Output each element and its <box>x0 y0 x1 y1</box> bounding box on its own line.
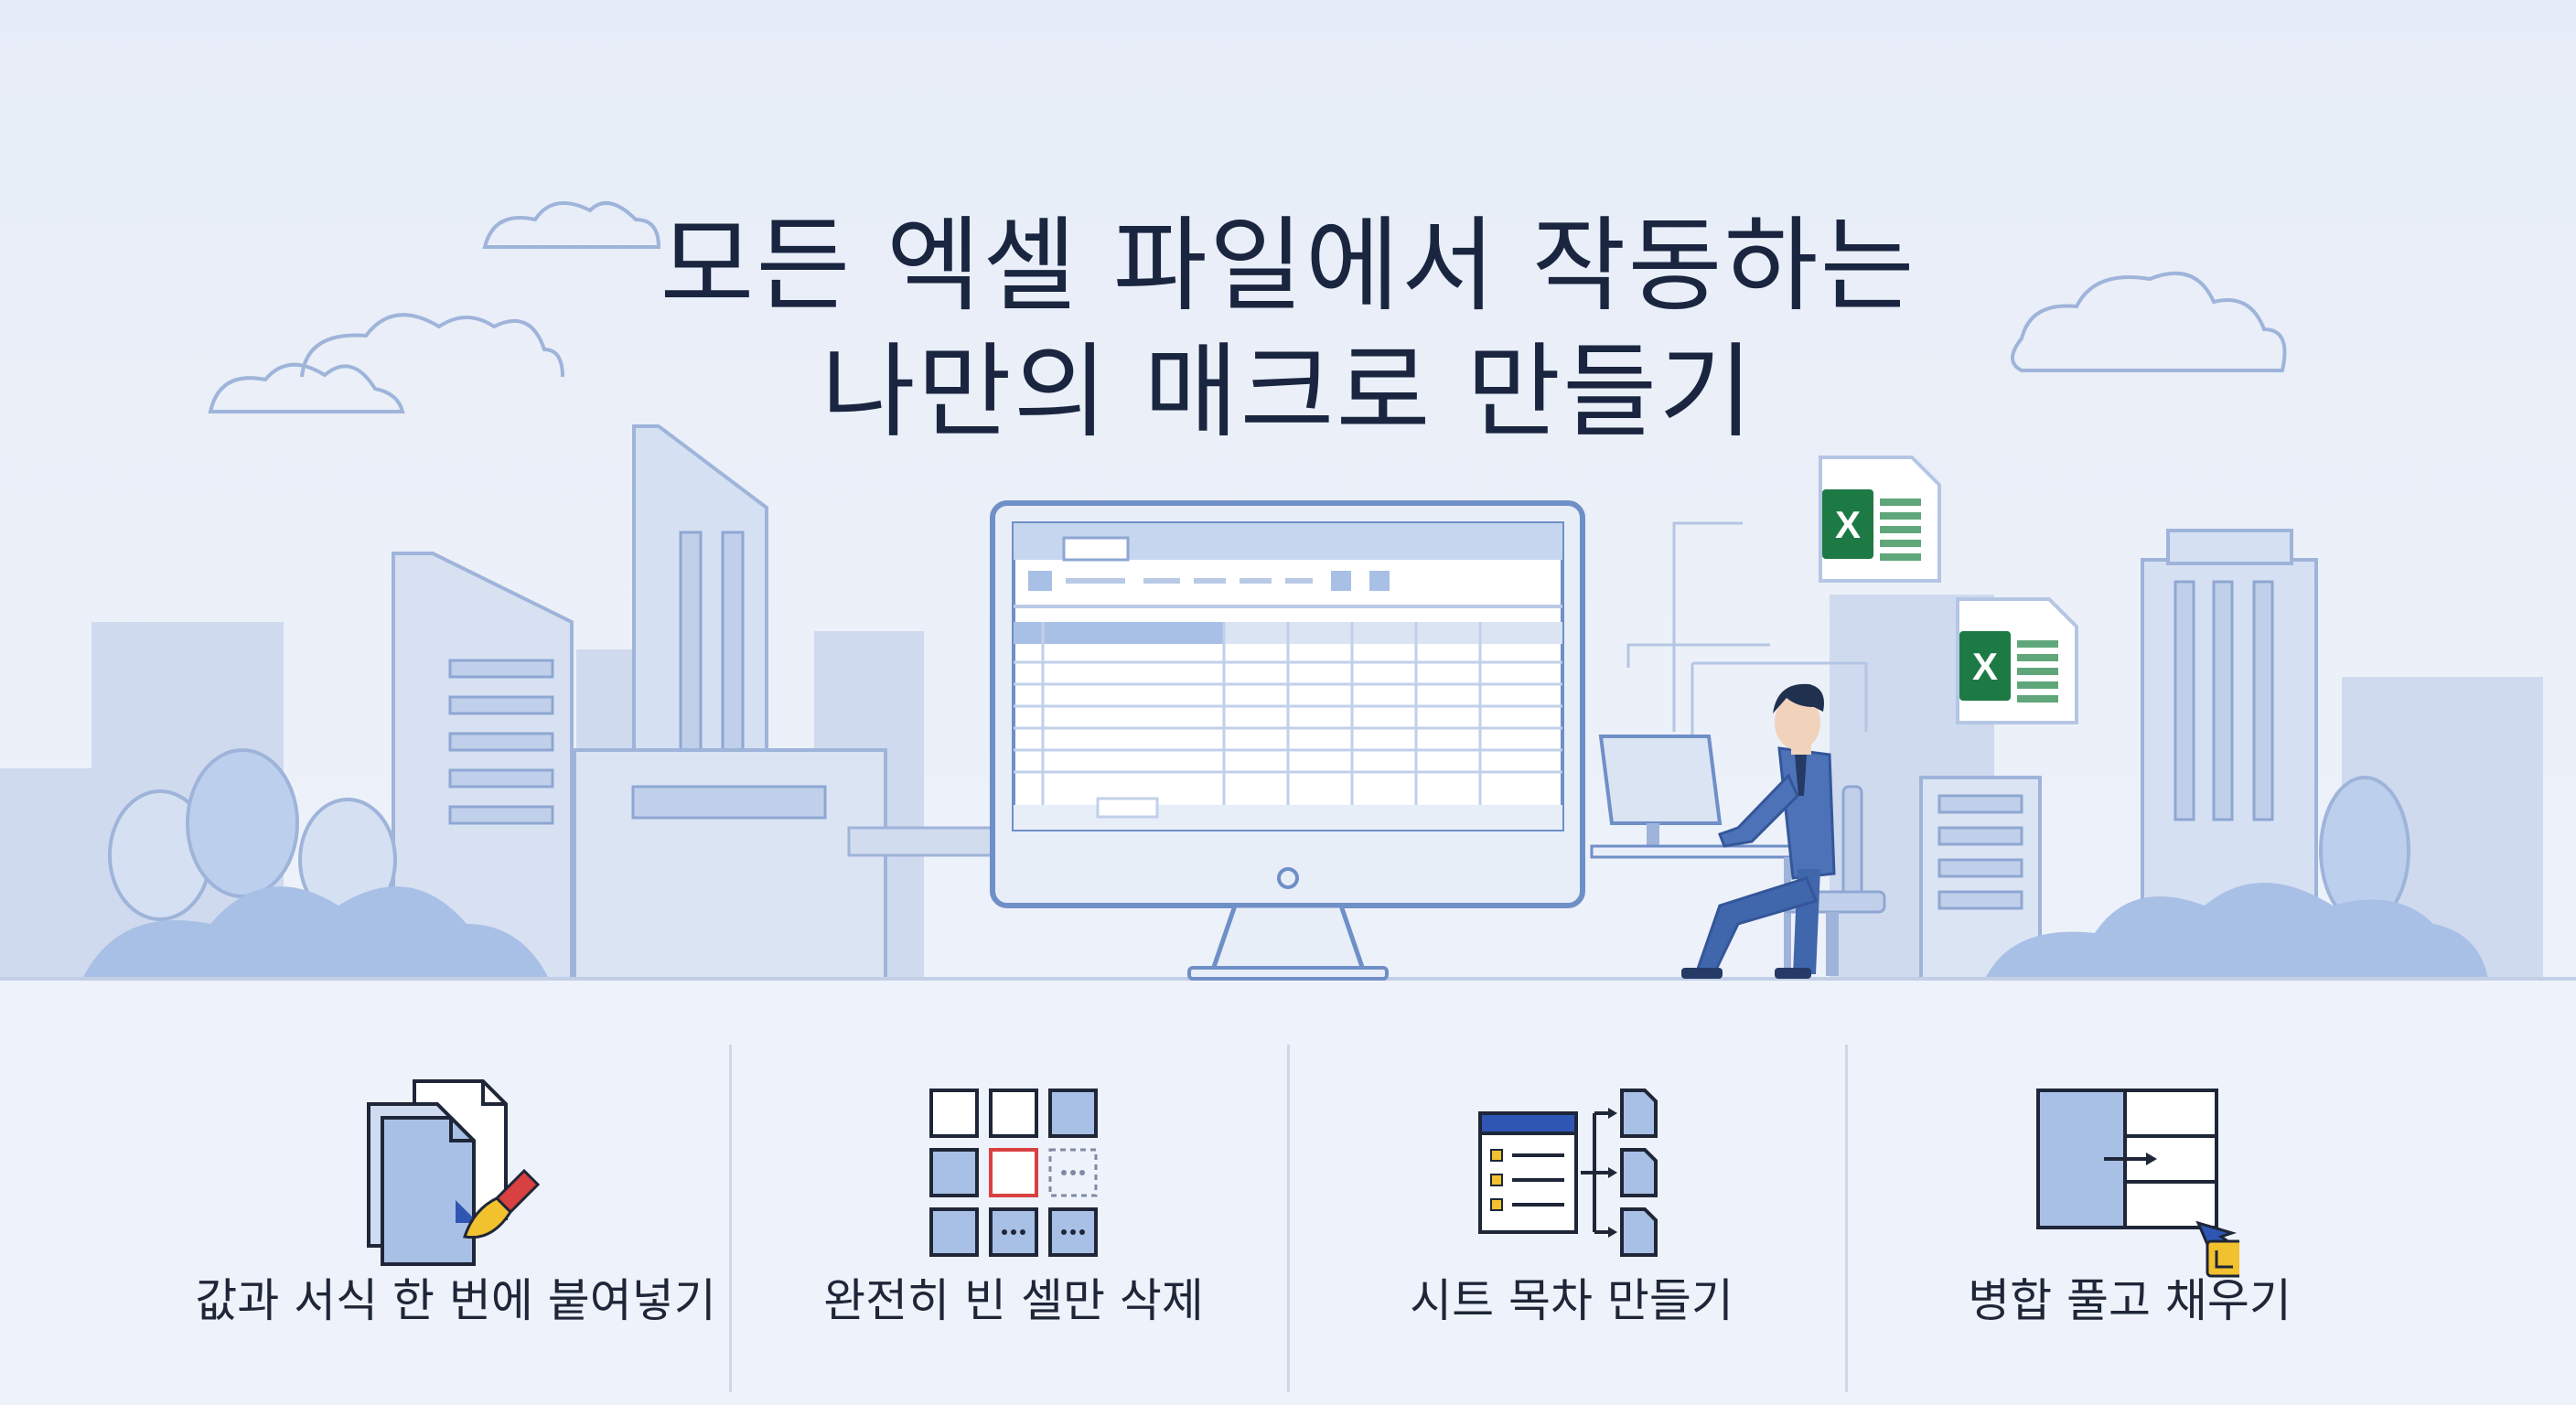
desk <box>1590 735 1795 979</box>
sheet-index-icon <box>1478 1089 1658 1257</box>
city-scene: X X <box>0 201 2576 981</box>
divider <box>1845 1045 1848 1392</box>
delete-empty-cells-icon <box>929 1089 1098 1257</box>
feature-row: 값과 서식 한 번에 붙여넣기 <box>0 981 2576 1405</box>
trees-right <box>1985 776 2488 979</box>
feature-unmerge-fill: 병합 풀고 채우기 <box>1851 981 2409 1405</box>
page-title-line1: 모든 엑셀 파일에서 작동하는 <box>660 207 1916 326</box>
building-mid <box>573 748 1011 981</box>
person-icon <box>1681 683 1836 979</box>
divider <box>729 1045 732 1392</box>
excel-file-icon: X <box>1956 597 2078 724</box>
trees-left <box>82 748 549 979</box>
unmerge-fill-icon <box>2036 1089 2239 1278</box>
feature-paste-values-format: 값과 서식 한 번에 붙여넣기 <box>177 981 735 1405</box>
spreadsheet-window <box>1014 523 1562 830</box>
feature-delete-empty-cells: 완전히 빈 셀만 삭제 <box>735 981 1293 1405</box>
building-left <box>392 552 574 981</box>
excel-file-icon: X <box>1819 456 1941 583</box>
feature-sheet-index: 시트 목차 만들기 <box>1293 981 1851 1405</box>
feature-label: 값과 서식 한 번에 붙여넣기 <box>195 1274 716 1327</box>
divider <box>1287 1045 1290 1392</box>
feature-label: 병합 풀고 채우기 <box>1968 1274 2292 1327</box>
feature-label: 완전히 빈 셀만 삭제 <box>823 1274 1204 1327</box>
copy-paste-format-icon <box>367 1079 541 1266</box>
excel-badge-2: X <box>1972 645 1998 688</box>
feature-label: 시트 목차 만들기 <box>1410 1274 1733 1327</box>
clouds <box>208 201 2287 413</box>
excel-badge-1: X <box>1835 503 1861 546</box>
page-title-line2: 나만의 매크로 만들기 <box>821 333 1755 452</box>
